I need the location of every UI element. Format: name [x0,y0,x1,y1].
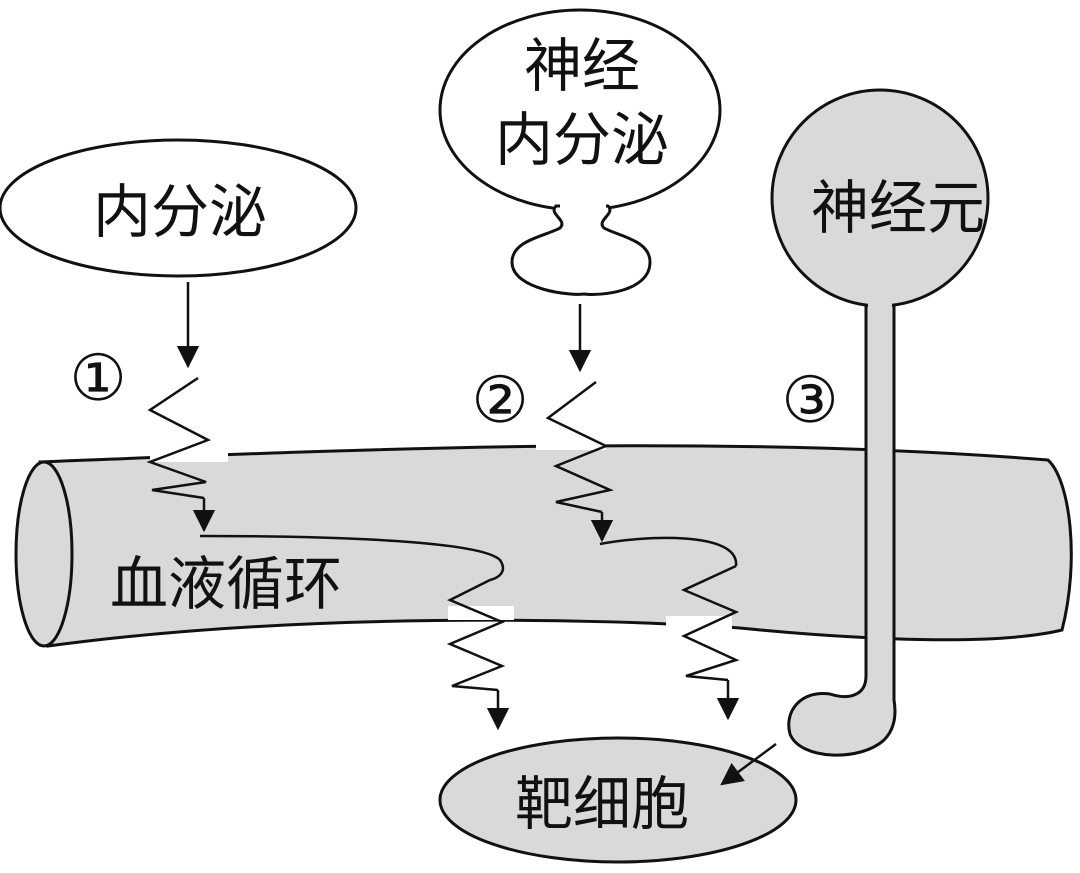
zigzag-2b [680,564,740,682]
neuron-axon [787,298,897,757]
zigzag-2a [545,381,614,514]
target-cell [438,736,798,864]
neuroendocrine-lobe [510,204,652,296]
flow-2 [599,536,738,567]
zigzag-1a [146,376,212,500]
neuron [770,88,990,757]
vessel-opening [14,460,74,648]
marker-2: ② [471,364,528,438]
flow-1 [199,534,505,582]
neuron-label: 神经元 [811,174,985,242]
pathway-1 [146,282,510,731]
endocrine-cell [0,138,358,278]
neuroendocrine-label-line1: 神经 [524,32,640,100]
blood-vessel [14,436,1073,648]
target-cell-label: 靶细胞 [515,770,689,838]
marker-3: ③ [781,364,838,438]
endocrine-label: 内分泌 [93,178,267,246]
marker-1: ① [69,342,126,416]
pathway-3 [720,742,777,786]
blood-circulation-label: 血液循环 [110,550,342,618]
arrow-neuron-to-target [720,742,777,786]
neuroendocrine-cell [438,8,722,296]
pathway-2 [545,304,740,721]
zigzag-1b [446,578,506,692]
neuroendocrine-label-line2: 内分泌 [495,106,669,174]
